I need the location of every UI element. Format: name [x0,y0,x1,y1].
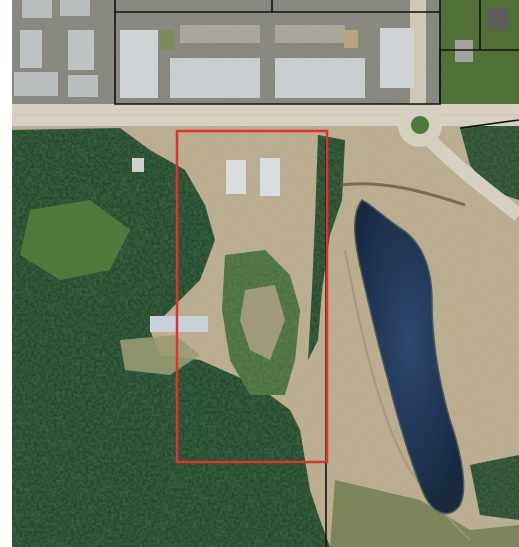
forest-southeast [470,455,519,520]
outbuilding [226,160,246,194]
dirt-track [339,182,466,207]
pond [354,199,465,515]
forest-clearing [20,200,130,280]
outbuilding [260,158,280,196]
map-imagery [12,0,519,547]
curved-road [425,135,519,221]
gravel-pile [240,285,285,360]
residential-buildings [14,0,508,98]
forest-clearing [120,335,200,375]
forest-east [460,122,519,200]
outbuilding [150,316,208,332]
dirt-track [344,249,471,541]
highlighted-parcel-outline[interactable] [175,129,329,464]
grass-bank [330,480,519,547]
outbuilding [132,158,144,172]
